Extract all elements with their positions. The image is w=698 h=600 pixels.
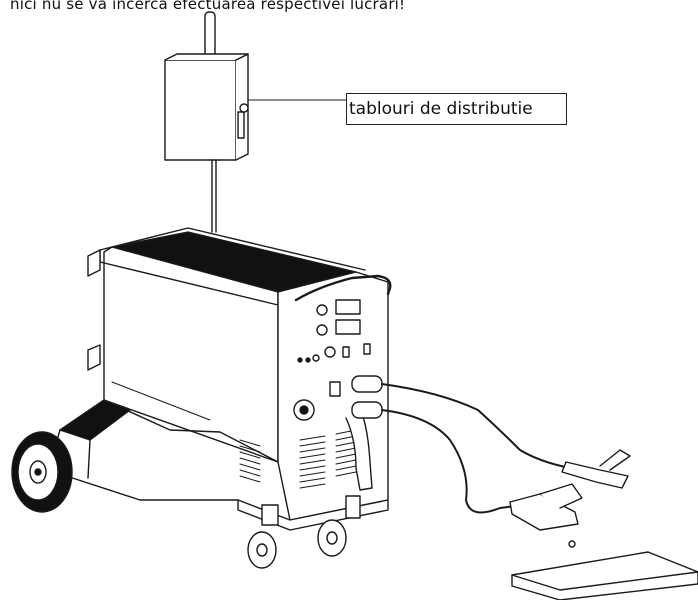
box-top: [164, 53, 249, 61]
callout-label-box: tablouri de distributie: [346, 93, 567, 125]
knob-2: [316, 324, 328, 336]
side-hook-bottom: [87, 344, 101, 371]
welding-machine: [87, 227, 392, 531]
box-knob: [239, 103, 249, 113]
callout-label: tablouri de distributie: [349, 99, 533, 119]
machine-handle: [294, 274, 392, 302]
box-switch: [237, 111, 245, 139]
trolley: [11, 399, 347, 569]
vent-grilles: [239, 429, 357, 489]
page-header-text: nici nu se va încerca efectuarea respect…: [0, 0, 698, 17]
display-top: [335, 299, 361, 315]
display-bottom: [335, 319, 361, 335]
switch-1: [342, 346, 350, 358]
torch-body: [345, 413, 373, 491]
knob-1: [316, 304, 328, 316]
header-sentence: nici nu se va încerca efectuarea respect…: [10, 0, 406, 13]
ground-clamp: [509, 483, 583, 548]
side-hook-top: [87, 249, 101, 277]
electrode-holder: [561, 449, 631, 489]
distribution-box: [164, 11, 249, 233]
socket-plus: [351, 375, 383, 393]
output-cables: [351, 375, 571, 514]
box-front: [164, 59, 237, 161]
knob-3: [324, 346, 336, 358]
workpiece-plate: [511, 551, 698, 600]
socket-minus: [351, 401, 383, 419]
switch-2: [363, 343, 371, 355]
